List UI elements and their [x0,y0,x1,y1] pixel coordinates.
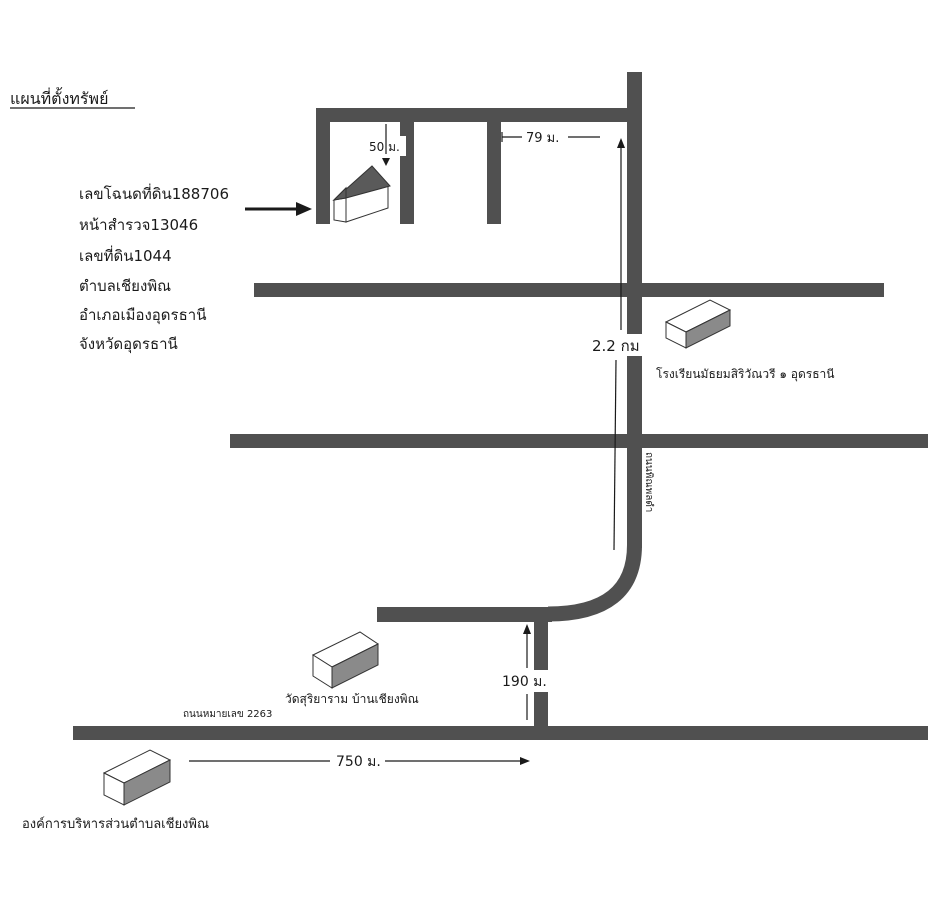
road-stub-right [487,108,501,224]
road-stub-middle [400,108,414,224]
property-info: เลขโฉนดที่ดิน188706 หน้าสำรวจ13046 เลขที… [79,183,229,354]
temple-building-icon [311,631,379,689]
road-main-vertical [627,72,642,548]
road-horizontal-1 [254,283,884,297]
highway-label: ถนนหมายเลข 2263 [183,709,272,720]
distance-750-label: 750 ม. [336,754,381,770]
school-label: โรงเรียนมัธยมสิริวัณวรี ๑ อุดรธานี [656,367,835,382]
road-highway-2263 [73,726,928,740]
road-stub-left [316,108,330,224]
property-house-icon [332,165,391,223]
property-land-number: เลขที่ดิน1044 [79,245,172,265]
temple-label: วัดสุริยาราม บ้านเชียงพิณ [285,692,419,707]
property-deed-number: เลขโฉนดที่ดิน188706 [79,183,229,203]
sao-building-icon [102,749,172,806]
distance-50-arrowhead [382,158,390,166]
distance-190-bg [500,670,554,692]
map-title: แผนที่ตั้งทรัพย์ [10,87,108,108]
distance-2-2km-line-bottom [613,359,617,551]
distance-79-label: 79 ม. [526,131,559,146]
property-survey-page: หน้าสำรวจ13046 [79,216,198,234]
distance-2-2km-bg [588,334,646,356]
property-district: อำเภอเมืองอุดรธานี [79,306,206,325]
road-curve [547,544,642,622]
sao-label: องค์การบริหารส่วนตำบลเชียงพิณ [22,816,209,832]
property-pointer-arrowhead [296,202,312,216]
distance-750-arrowhead [520,757,530,765]
road-top-block [316,108,642,122]
road-lower-horizontal [377,607,552,622]
property-province: จังหวัดอุดรธานี [79,335,178,354]
road-vertical-name: ถนนพิณพลดำ [643,452,654,512]
distance-2-2km-arrowhead [617,138,625,148]
school-building-icon [664,299,732,349]
distance-190-label: 190 ม. [502,674,547,690]
distance-2-2km-label: 2.2 กม [592,337,640,355]
distance-50-bg [364,136,406,156]
distance-50-label: 50 ม. [369,140,400,154]
distance-190-arrowhead [523,624,531,634]
road-horizontal-2 [230,434,928,448]
property-subdistrict: ตำบลเชียงพิณ [79,277,171,295]
